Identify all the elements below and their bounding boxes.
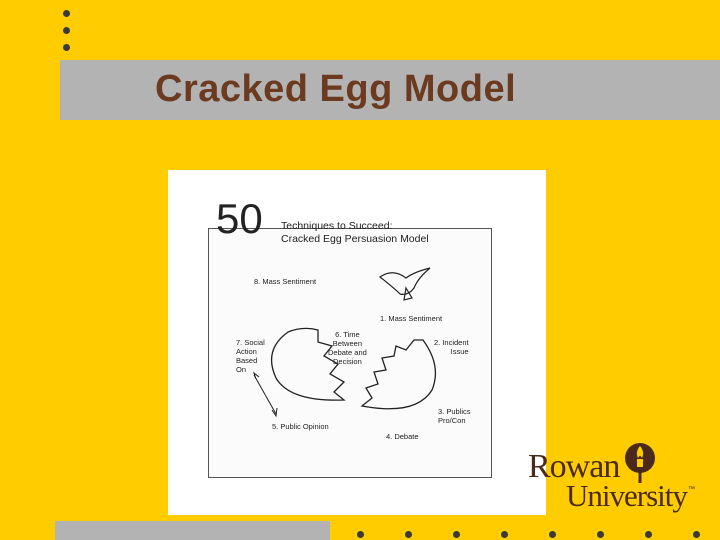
label-social-action: 7. Social Action Based On (236, 338, 265, 374)
decor-dot (597, 531, 604, 538)
decor-dot (645, 531, 652, 538)
decor-dot (453, 531, 460, 538)
arrow (253, 374, 277, 415)
right-egg-shell (360, 339, 437, 410)
egg-diagram (252, 267, 437, 418)
decor-dot (693, 531, 700, 538)
slide-title: Cracked Egg Model (155, 68, 517, 110)
torch-icon (625, 443, 655, 483)
decor-dot (501, 531, 508, 538)
decor-dot (405, 531, 412, 538)
rowan-university-logo: Rowan University ™ (528, 440, 703, 520)
figure-frame (208, 228, 492, 478)
figure-heading-line1: Techniques to Succeed: (281, 220, 393, 232)
label-incident-issue: 2. Incident Issue (434, 338, 469, 356)
decor-dot (63, 27, 70, 34)
label-public-opinion: 5. Public Opinion (272, 422, 329, 431)
title-bar (60, 60, 720, 120)
bottom-bar (55, 521, 330, 540)
figure-heading-line2: Cracked Egg Persuasion Model (281, 233, 429, 245)
label-mass-sentiment-8: 8. Mass Sentiment (254, 277, 317, 286)
logo-university: University (566, 478, 688, 513)
label-publics: 3. Publics Pro/Con (438, 407, 471, 425)
figure-heading: Techniques to Succeed: Cracked Egg Persu… (281, 220, 429, 246)
left-egg-shell (270, 327, 346, 401)
cracked-egg-figure: 50 Techniques to Succeed: Cracked Egg Pe… (168, 170, 546, 515)
label-debate: 4. Debate (386, 432, 419, 441)
logo-trademark: ™ (688, 486, 695, 493)
bird-icon (378, 267, 431, 301)
decor-dot (549, 531, 556, 538)
decor-dot (63, 10, 70, 17)
label-mass-sentiment-1: 1. Mass Sentiment (380, 314, 443, 323)
figure-number: 50 (216, 195, 263, 242)
decor-dot (63, 44, 70, 51)
label-time-between: 6. Time Between Debate and Decision (328, 330, 367, 366)
decor-dot (357, 531, 364, 538)
logo-rowan: Rowan (528, 448, 620, 485)
